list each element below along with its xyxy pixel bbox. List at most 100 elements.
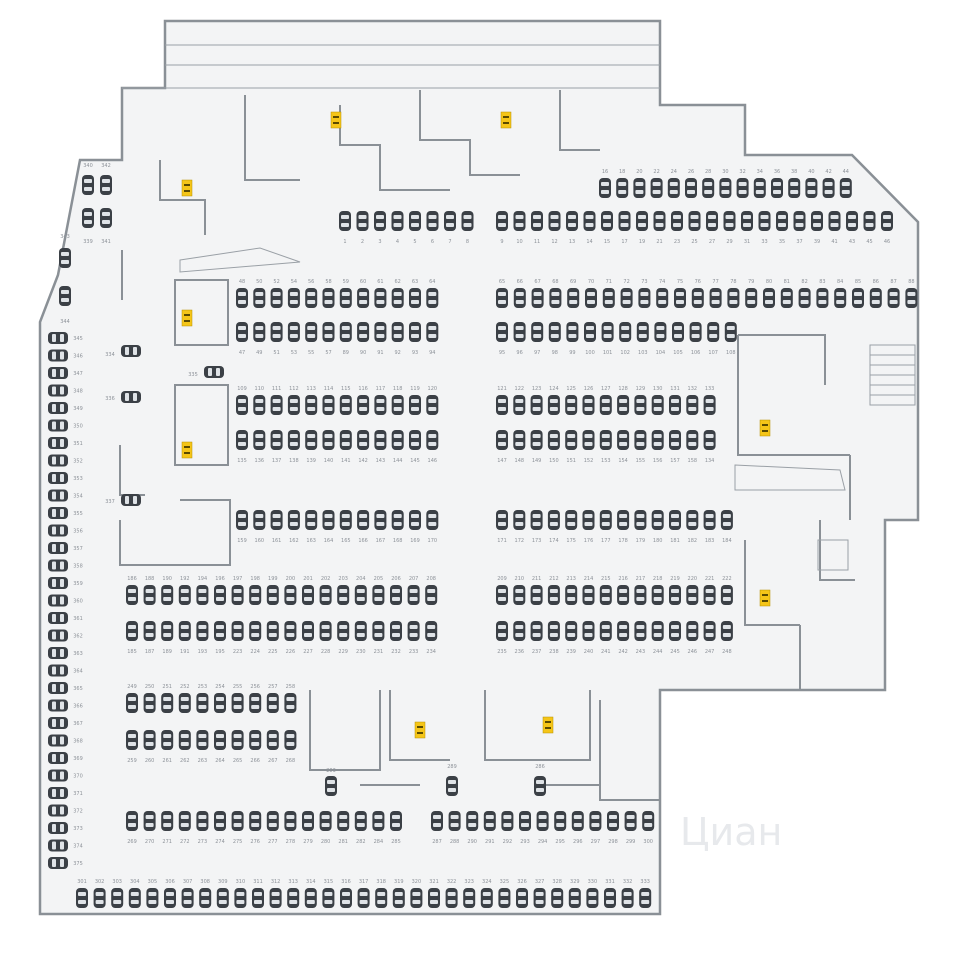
parking-space-153[interactable]	[599, 430, 612, 450]
parking-space-22[interactable]	[650, 178, 663, 198]
parking-space-247[interactable]	[703, 621, 716, 641]
parking-space-245[interactable]	[669, 621, 681, 641]
parking-space-217[interactable]	[634, 585, 647, 605]
parking-space-83[interactable]	[816, 288, 829, 308]
parking-space-263[interactable]	[196, 730, 209, 750]
parking-space-73[interactable]	[638, 288, 651, 308]
parking-space-131[interactable]	[669, 395, 681, 415]
parking-space-314[interactable]	[304, 888, 317, 908]
parking-space-372[interactable]	[48, 804, 68, 817]
parking-space-162[interactable]	[287, 510, 300, 530]
parking-space-369[interactable]	[48, 752, 68, 764]
parking-space-38[interactable]	[788, 178, 801, 198]
parking-space-103[interactable]	[636, 322, 649, 342]
parking-space-253[interactable]	[196, 693, 209, 713]
parking-space-62[interactable]	[391, 288, 404, 308]
parking-space-100[interactable]	[584, 322, 596, 342]
parking-space-152[interactable]	[582, 430, 595, 450]
parking-space-56[interactable]	[305, 288, 318, 308]
parking-space-116[interactable]	[357, 395, 370, 415]
parking-space-229[interactable]	[337, 621, 350, 641]
parking-space-57[interactable]	[322, 322, 335, 342]
parking-space-102[interactable]	[619, 322, 632, 342]
parking-space-249[interactable]	[126, 693, 138, 713]
parking-space-30[interactable]	[719, 178, 732, 198]
parking-space-333[interactable]	[639, 888, 652, 908]
parking-space-86[interactable]	[869, 288, 882, 308]
parking-space-146[interactable]	[426, 430, 439, 450]
parking-space-281[interactable]	[337, 811, 350, 831]
parking-space-135[interactable]	[236, 430, 248, 450]
parking-space-213[interactable]	[565, 585, 578, 605]
parking-space-337[interactable]	[121, 494, 141, 506]
parking-space-181[interactable]	[669, 510, 681, 530]
parking-space-362[interactable]	[48, 629, 68, 642]
parking-space-332[interactable]	[621, 888, 634, 908]
parking-space-3[interactable]	[374, 211, 386, 231]
parking-space-305[interactable]	[146, 888, 159, 908]
parking-space-370[interactable]	[48, 769, 68, 782]
parking-space-192[interactable]	[178, 585, 191, 605]
parking-space-185[interactable]	[126, 621, 138, 641]
parking-space-40[interactable]	[805, 178, 818, 198]
parking-space-285[interactable]	[390, 811, 402, 831]
parking-space-150[interactable]	[547, 430, 560, 450]
parking-space-227[interactable]	[302, 621, 314, 641]
parking-space-274[interactable]	[214, 811, 226, 831]
parking-space-94[interactable]	[426, 322, 439, 342]
parking-space-25[interactable]	[688, 211, 701, 231]
parking-space-133[interactable]	[703, 395, 716, 415]
parking-space-28[interactable]	[702, 178, 715, 198]
parking-space-54[interactable]	[287, 288, 300, 308]
parking-space-327[interactable]	[533, 888, 546, 908]
parking-space-74[interactable]	[656, 288, 669, 308]
parking-space-348[interactable]	[48, 384, 68, 397]
parking-space-204[interactable]	[354, 585, 367, 605]
parking-space-154[interactable]	[617, 430, 630, 450]
parking-space-317[interactable]	[357, 888, 370, 908]
parking-space-145[interactable]	[409, 430, 421, 450]
parking-space-293[interactable]	[519, 811, 531, 831]
parking-space-120[interactable]	[426, 395, 439, 415]
parking-space-355[interactable]	[48, 507, 68, 519]
parking-space-15[interactable]	[601, 211, 613, 231]
parking-space-311[interactable]	[252, 888, 264, 908]
parking-space-9[interactable]	[496, 211, 508, 231]
parking-space-287[interactable]	[431, 811, 443, 831]
parking-space-320[interactable]	[410, 888, 423, 908]
parking-space-331[interactable]	[604, 888, 616, 908]
parking-space-91[interactable]	[374, 322, 387, 342]
parking-space-156[interactable]	[651, 430, 664, 450]
parking-space-20[interactable]	[633, 178, 646, 198]
parking-space-264[interactable]	[214, 730, 226, 750]
parking-space-55[interactable]	[305, 322, 318, 342]
parking-space-109[interactable]	[236, 395, 248, 415]
parking-space-313[interactable]	[287, 888, 300, 908]
parking-space-373[interactable]	[48, 822, 68, 834]
parking-space-200[interactable]	[284, 585, 297, 605]
parking-space-289[interactable]	[446, 776, 458, 796]
parking-space-303[interactable]	[111, 888, 124, 908]
parking-space-284[interactable]	[372, 811, 385, 831]
parking-space-341[interactable]	[100, 208, 112, 228]
parking-space-292[interactable]	[501, 811, 514, 831]
parking-space-99[interactable]	[566, 322, 579, 342]
parking-space-70[interactable]	[585, 288, 597, 308]
parking-space-288[interactable]	[448, 811, 461, 831]
parking-space-65[interactable]	[496, 288, 508, 308]
parking-space-68[interactable]	[549, 288, 562, 308]
parking-space-310[interactable]	[234, 888, 247, 908]
parking-space-81[interactable]	[780, 288, 793, 308]
parking-space-24[interactable]	[667, 178, 680, 198]
parking-space-258[interactable]	[284, 693, 297, 713]
parking-space-367[interactable]	[48, 717, 68, 729]
parking-space-98[interactable]	[548, 322, 561, 342]
parking-space-352[interactable]	[48, 454, 68, 467]
parking-space-10[interactable]	[513, 211, 526, 231]
parking-space-182[interactable]	[686, 510, 699, 530]
parking-space-257[interactable]	[266, 693, 279, 713]
parking-space-322[interactable]	[445, 888, 458, 908]
parking-space-335[interactable]	[204, 366, 224, 378]
parking-space-353[interactable]	[48, 472, 68, 484]
parking-space-172[interactable]	[513, 510, 526, 530]
